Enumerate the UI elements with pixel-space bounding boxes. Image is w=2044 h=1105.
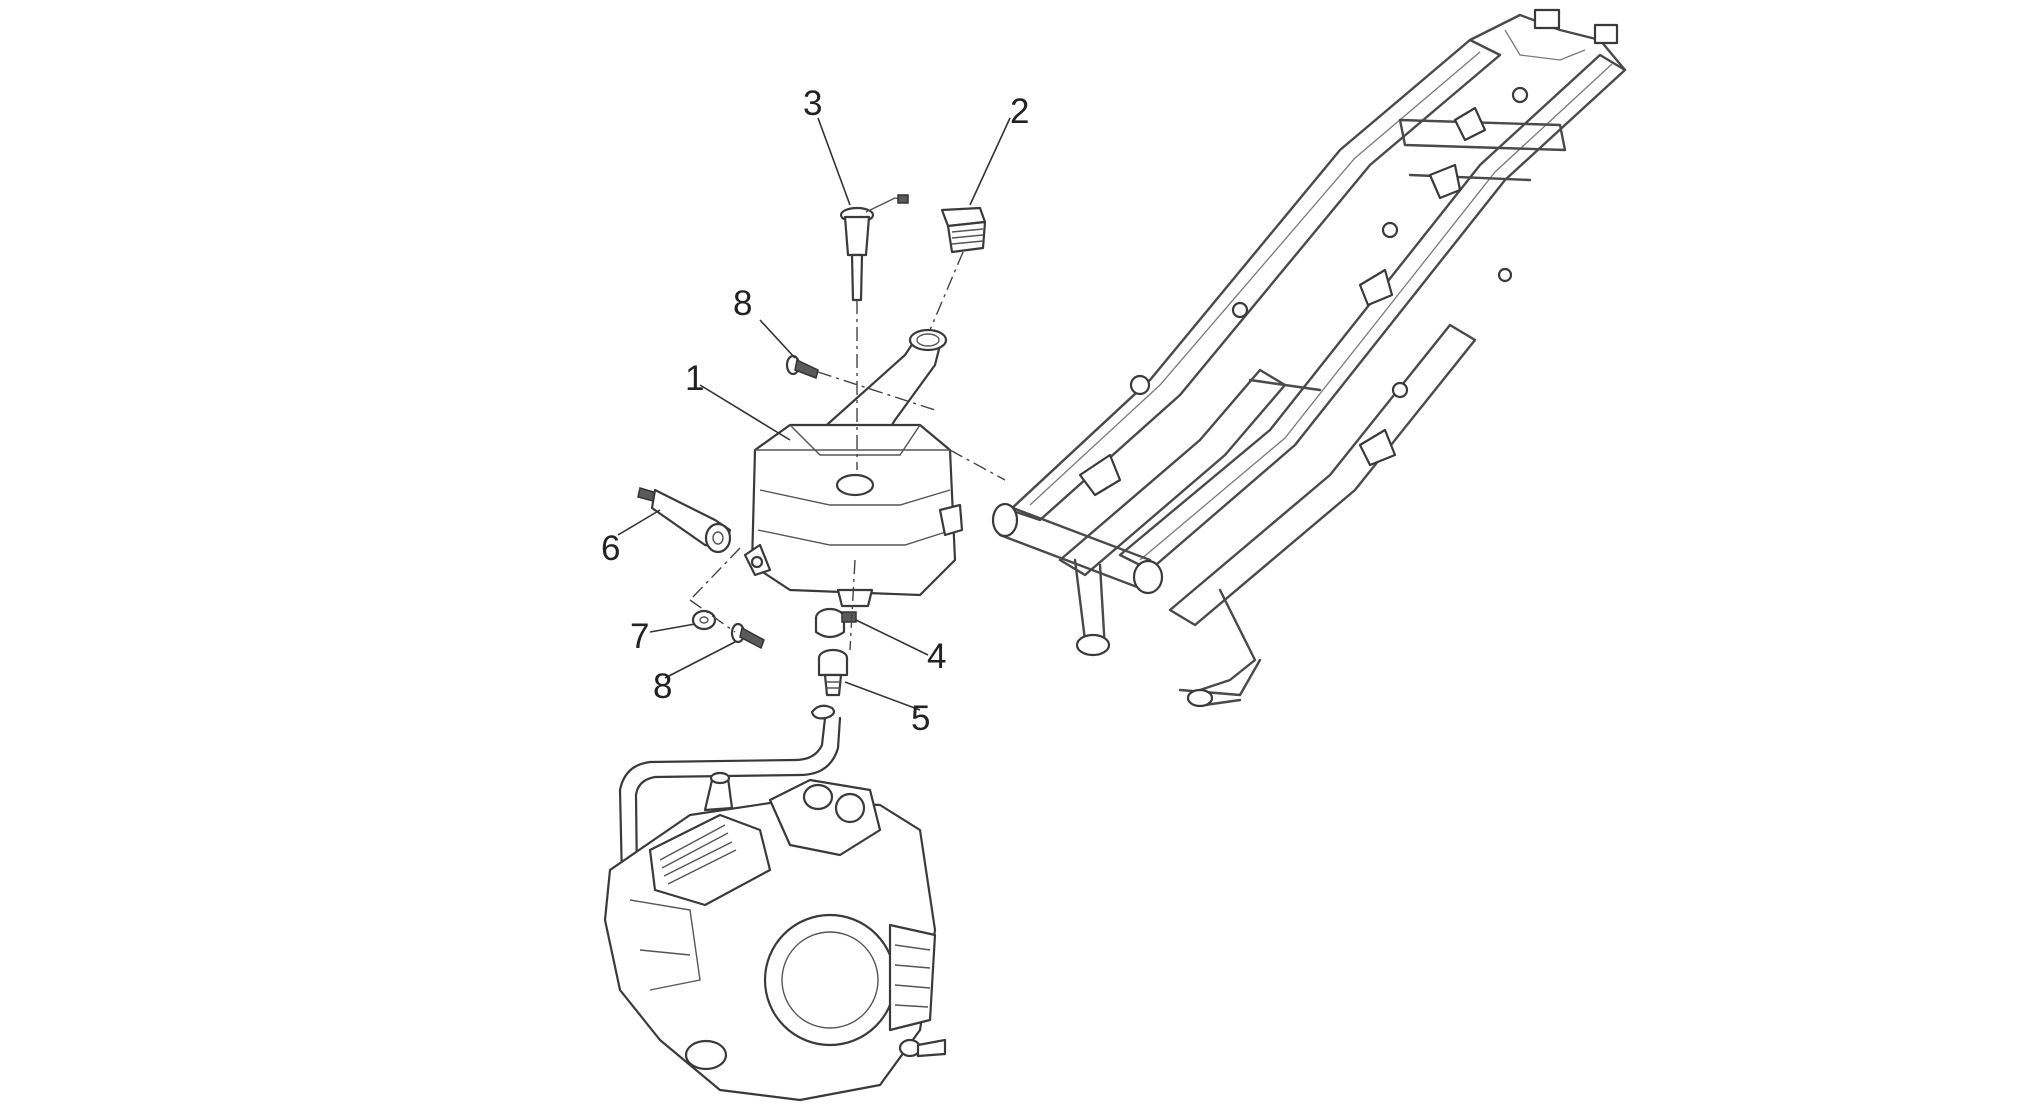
engine — [603, 716, 947, 1102]
leader-lines — [617, 117, 1011, 711]
callout-3: 3 — [803, 84, 822, 123]
support-bracket — [637, 487, 732, 554]
callout-5: 5 — [911, 699, 930, 738]
callout-8b: 8 — [653, 667, 672, 706]
washer — [691, 609, 717, 631]
callout-8a: 8 — [733, 284, 752, 323]
assembly-axes — [689, 251, 1006, 651]
oil-tank — [743, 328, 964, 608]
callout-4: 4 — [927, 637, 946, 676]
callout-7: 7 — [630, 617, 649, 656]
callout-6: 6 — [601, 529, 620, 568]
screw-lower — [730, 622, 765, 650]
hose-clamp — [814, 607, 857, 639]
callout-1: 1 — [685, 359, 704, 398]
callout-2: 2 — [1010, 92, 1029, 131]
level-sensor — [839, 194, 909, 302]
screw-upper — [785, 354, 819, 380]
hose-fitting — [810, 648, 849, 720]
motorcycle-frame — [991, 8, 1627, 708]
tank-cap — [940, 206, 987, 254]
